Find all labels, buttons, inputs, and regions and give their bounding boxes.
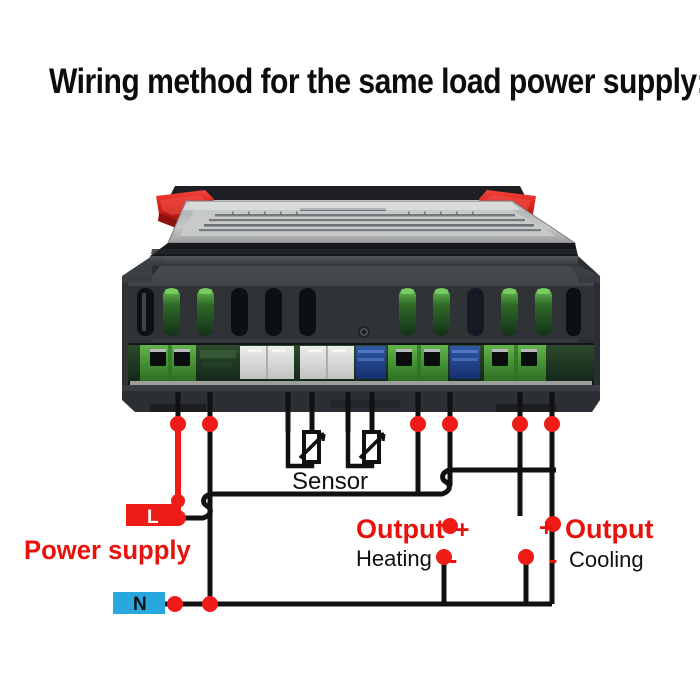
junction-cooling-plus-label — [545, 516, 561, 532]
terminal-group-sensor-input — [240, 346, 354, 379]
junction-heating-minus-label — [436, 549, 452, 565]
blue-connector-right — [450, 346, 480, 379]
controller-device — [122, 186, 600, 412]
device-rear-edge — [168, 186, 527, 200]
output-cooling-title: Output — [565, 514, 654, 544]
junction-neutral-bus — [202, 596, 218, 612]
power-supply-label: Power supply — [24, 535, 191, 565]
live-terminal-box — [126, 504, 178, 526]
page-title: Wiring method for the same load power su… — [49, 62, 700, 101]
blue-connector-left — [356, 346, 386, 379]
neutral-terminal-label: N — [133, 594, 147, 615]
output-cooling-subtitle: Cooling — [569, 547, 644, 572]
sensor-label: Sensor — [292, 468, 369, 495]
junction-terminal-1 — [170, 416, 186, 432]
ventilation-slots — [137, 288, 581, 336]
live-terminal-label: L — [147, 507, 159, 528]
heating-minus-marker: - — [449, 546, 458, 574]
device-bottom-skirt — [122, 385, 600, 412]
junction-terminal-cooling-common — [544, 416, 560, 432]
output-heating-title: Output — [356, 514, 445, 544]
junction-cooling-minus-label — [518, 549, 534, 565]
junction-terminal-2 — [202, 416, 218, 432]
sensor-symbols — [285, 430, 386, 469]
terminal-block — [128, 343, 594, 385]
junction-neutral-terminal — [167, 596, 183, 612]
wire-hop-2 — [439, 467, 452, 497]
heating-plus-marker: + — [455, 516, 470, 544]
junction-terminal-cooling-plus — [512, 416, 528, 432]
junction-heating-plus-label — [442, 518, 458, 534]
supply-terminal-boxes — [113, 504, 178, 614]
body-screw — [358, 326, 370, 338]
neutral-terminal-box — [113, 592, 165, 614]
cooling-minus-marker: - — [549, 546, 558, 574]
output-heating-subtitle: Heating — [356, 546, 432, 571]
junction-terminal-heating-plus — [410, 416, 426, 432]
terminal-group-heating-output — [388, 345, 448, 381]
junction-terminal-heating-common — [442, 416, 458, 432]
cooling-plus-marker: + — [539, 514, 554, 542]
terminal-group-cooling-output — [484, 345, 546, 381]
terminal-group-power-input — [140, 345, 196, 381]
